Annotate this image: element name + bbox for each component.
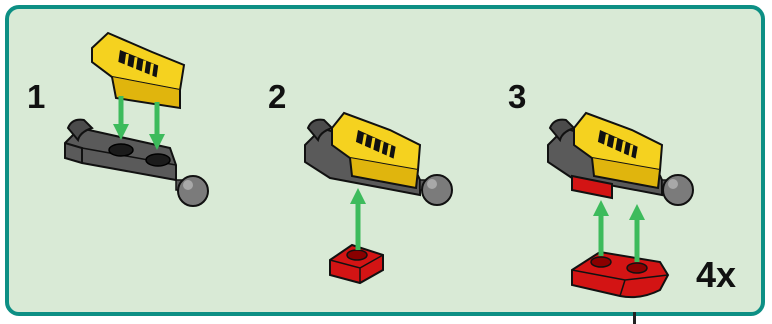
quantity-label: 4x — [696, 254, 737, 295]
yellow-slope-brick — [91, 31, 186, 110]
step-3-illustration — [547, 111, 694, 299]
step-1-number: 1 — [27, 78, 46, 115]
up-arrow — [350, 188, 366, 250]
down-arrows — [113, 96, 165, 150]
gray-plate-with-clip — [64, 118, 209, 207]
step-1-illustration — [64, 31, 209, 207]
step-2-number: 2 — [268, 78, 287, 115]
up-arrows — [593, 200, 645, 262]
gray-plate-with-slope-and-red — [547, 111, 694, 206]
red-curved-plate-1x2 — [571, 250, 670, 299]
gray-plate-with-slope — [304, 111, 453, 206]
red-plate-1x1 — [329, 243, 384, 285]
step-3-number: 3 — [508, 78, 527, 115]
step-2-illustration — [304, 111, 453, 285]
callout-pointer — [633, 312, 636, 324]
